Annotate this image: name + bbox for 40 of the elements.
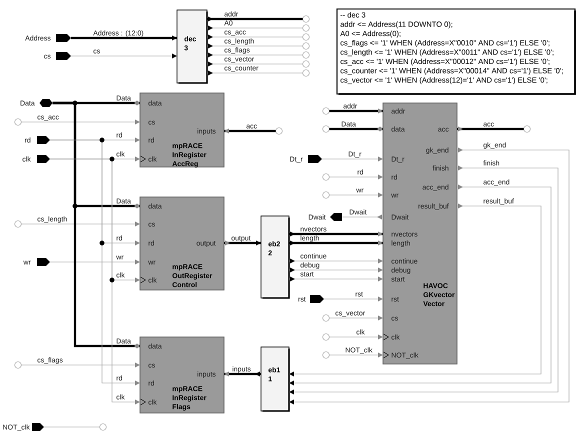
component-block	[382, 102, 458, 364]
wire	[20, 362, 140, 368]
wire	[206, 70, 304, 76]
wire	[288, 276, 384, 282]
wire	[288, 204, 542, 376]
wire	[44, 426, 100, 428]
bus-wire	[329, 108, 383, 114]
wire	[288, 258, 384, 264]
wire	[20, 120, 140, 124]
component-block	[140, 92, 224, 168]
bus-wire	[52, 102, 140, 348]
wire	[206, 44, 304, 48]
wire	[206, 26, 304, 30]
wire	[20, 222, 140, 226]
component-block	[140, 196, 224, 290]
bus-wire	[289, 232, 383, 236]
wire	[206, 62, 304, 66]
code-box	[336, 8, 576, 95]
wire	[328, 334, 384, 340]
bus-wire	[224, 128, 276, 134]
wire	[328, 316, 384, 320]
wire	[324, 296, 384, 302]
wire	[50, 260, 140, 264]
bus-wire	[457, 126, 524, 132]
bus-wire	[207, 16, 303, 22]
wire	[328, 192, 384, 198]
wire	[342, 214, 384, 220]
wire	[206, 34, 304, 40]
bus-wire	[289, 240, 383, 246]
bus-wire	[224, 372, 261, 376]
wire	[206, 52, 304, 58]
wire	[70, 54, 178, 58]
wire	[328, 352, 384, 358]
bus-wire	[71, 36, 177, 40]
bus-wire	[329, 126, 383, 132]
bus-wire	[224, 240, 261, 246]
wire	[322, 156, 384, 162]
wire	[328, 174, 384, 180]
wire	[288, 268, 384, 272]
component-block	[140, 336, 224, 414]
